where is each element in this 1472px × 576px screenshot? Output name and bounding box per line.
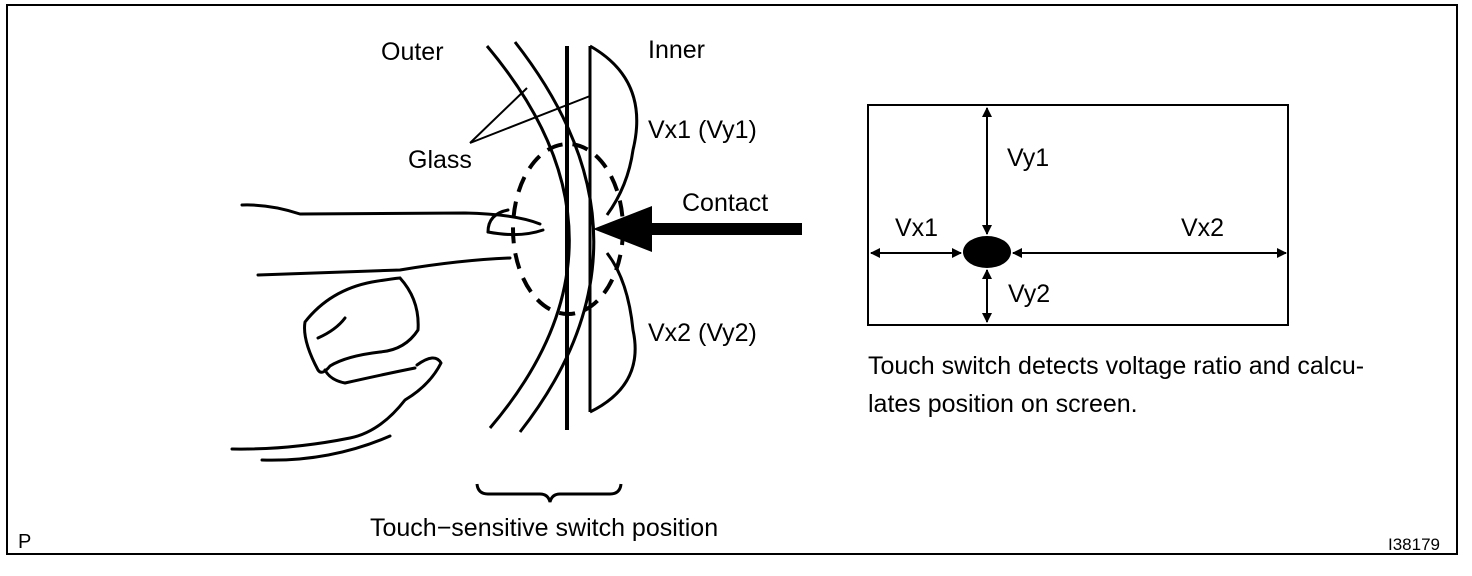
inner-membrane <box>588 44 639 414</box>
vy1-label: Vy1 <box>1007 144 1050 172</box>
glass-label: Glass <box>408 146 472 174</box>
description-text: Touch switch detects voltage ratio and c… <box>868 347 1428 423</box>
outer-glass-curves <box>485 41 596 433</box>
touch-point <box>963 236 1011 268</box>
figure-frame <box>6 4 1458 555</box>
glass-leader-lines <box>469 87 591 144</box>
corner-mark: P <box>18 531 32 553</box>
vx2-vy2-label: Vx2 (Vy2) <box>648 319 757 347</box>
inner-label: Inner <box>648 36 705 64</box>
vx2-label: Vx2 <box>1181 214 1225 242</box>
glass-curve-outer <box>485 45 571 429</box>
description-line-1: Touch switch detects voltage ratio and c… <box>868 352 1365 380</box>
finger-hand-drawing <box>230 203 545 462</box>
switch-position-bracket <box>475 483 623 503</box>
switch-position-caption: Touch−sensitive switch position <box>370 514 719 542</box>
glass-curve-middle <box>513 41 596 433</box>
vx1-label: Vx1 <box>895 214 939 242</box>
vy2-label: Vy2 <box>1008 280 1051 308</box>
description-line-2: lates position on screen. <box>868 390 1138 418</box>
outer-label: Outer <box>381 38 444 66</box>
contact-label: Contact <box>682 189 769 217</box>
vx1-vy1-label: Vx1 (Vy1) <box>648 116 757 144</box>
screen-rectangle <box>867 104 1289 326</box>
contact-arrow <box>593 206 802 252</box>
figure-id: I38179 <box>1388 535 1440 554</box>
